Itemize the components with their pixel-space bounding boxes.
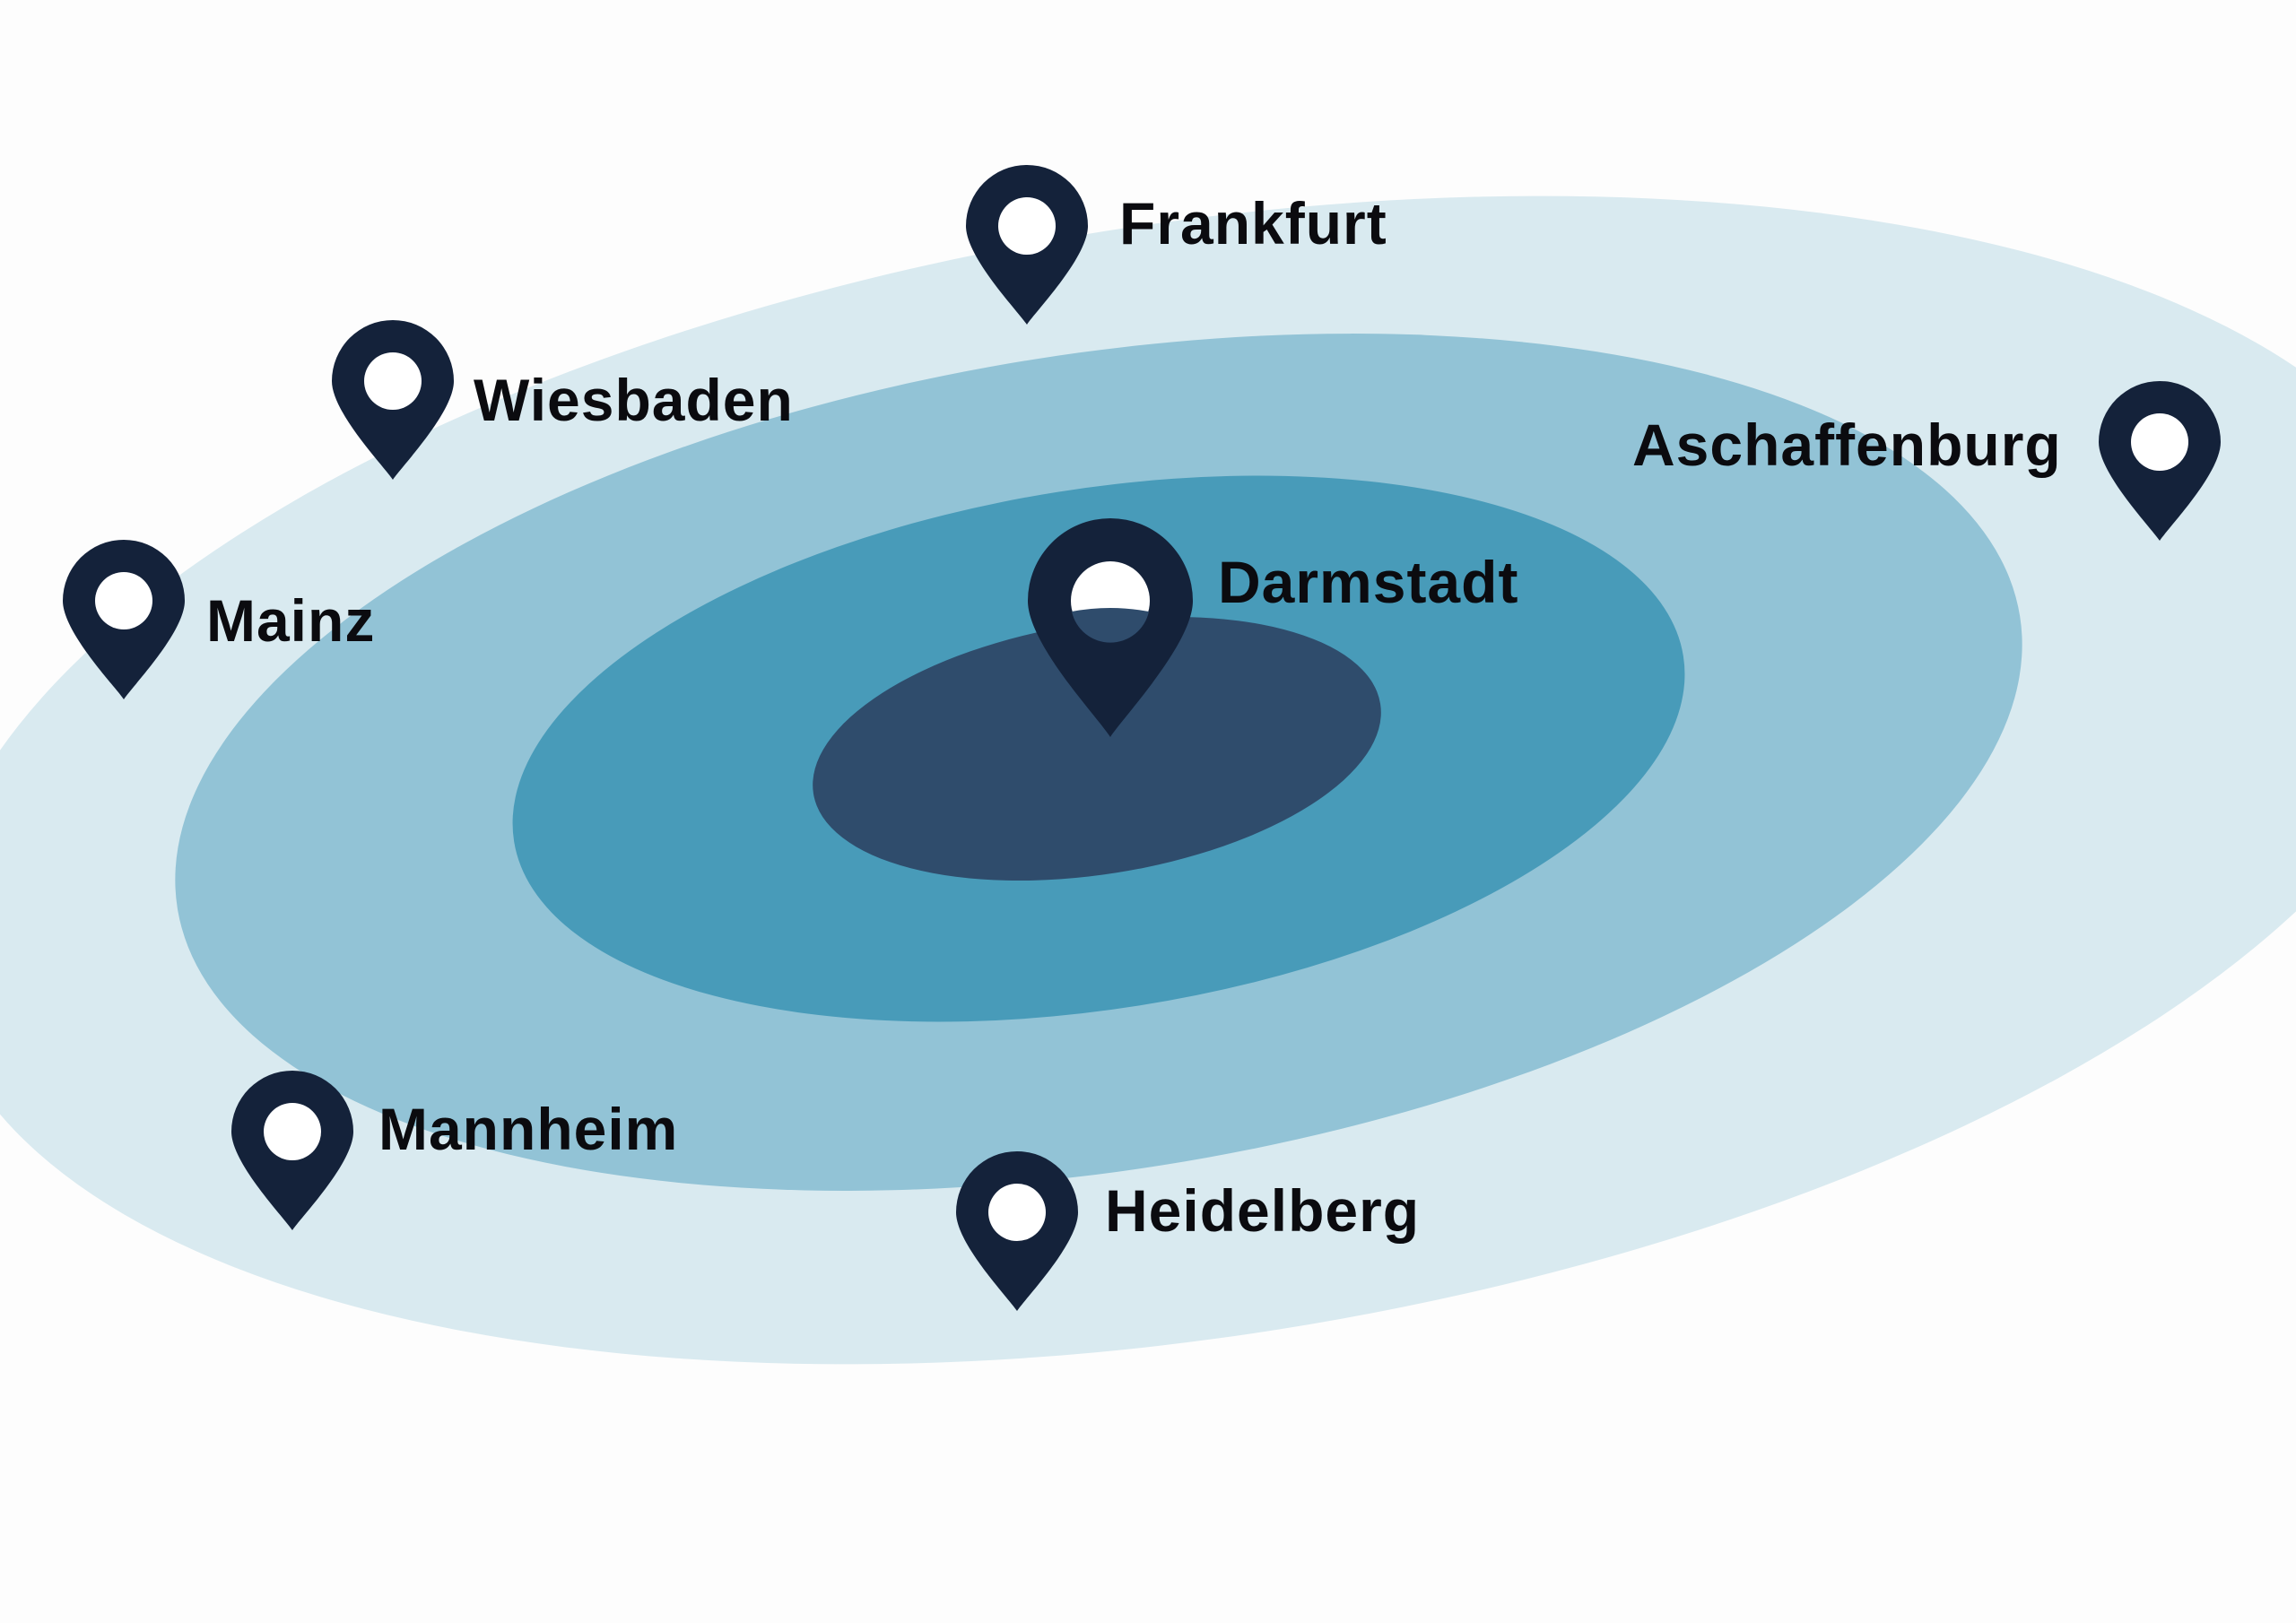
label-wiesbaden: Wiesbaden (474, 367, 794, 433)
label-aschaffenburg: Aschaffenburg (1632, 412, 2062, 478)
pin-darmstadt[interactable] (1028, 518, 1193, 737)
label-mannheim: Mannheim (378, 1096, 678, 1162)
zone-center (813, 616, 1381, 881)
label-mainz: Mainz (206, 587, 375, 654)
pin-hole-overlap (1072, 608, 1149, 643)
label-darmstadt: Darmstadt (1218, 549, 1518, 615)
pin-mainz[interactable] (63, 540, 185, 699)
pin-mannheim[interactable] (231, 1071, 353, 1230)
pin-aschaffenburg[interactable] (2099, 381, 2221, 541)
label-frankfurt: Frankfurt (1119, 190, 1387, 256)
label-heidelberg: Heidelberg (1105, 1177, 1420, 1244)
pin-heidelberg[interactable] (956, 1151, 1078, 1311)
pin-frankfurt[interactable] (966, 165, 1088, 325)
pin-wiesbaden[interactable] (332, 320, 454, 480)
